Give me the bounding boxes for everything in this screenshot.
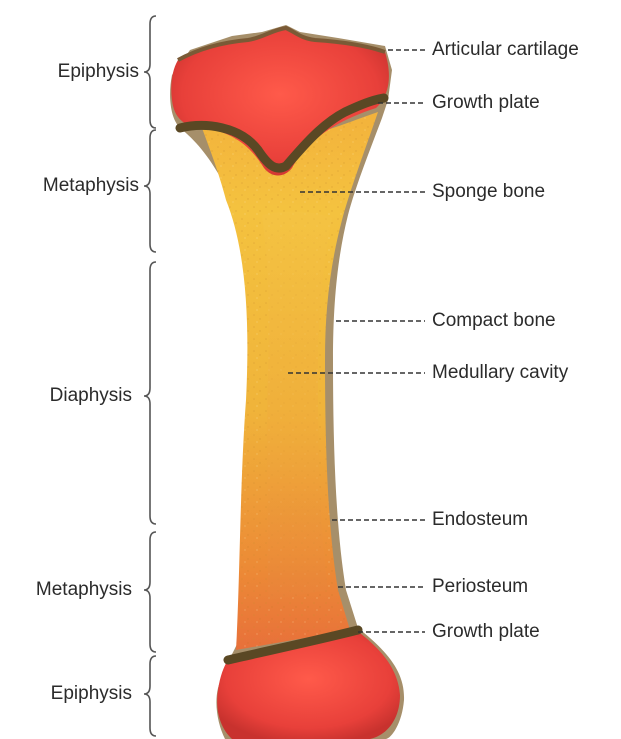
part-label-growth-plate-top: Growth plate [432,92,540,114]
part-label-endosteum: Endosteum [432,509,528,531]
part-label-periosteum: Periosteum [432,576,528,598]
part-label-growth-plate-bottom: Growth plate [432,621,540,643]
region-label-metaphysis-bottom: Metaphysis [36,579,132,601]
left-brackets [144,16,156,736]
part-label-medullary-cavity: Medullary cavity [432,362,568,384]
part-label-articular-cartilage: Articular cartilage [432,39,579,61]
bracket-epiphysis-top [144,16,156,128]
bracket-diaphysis [144,262,156,524]
part-label-sponge-bone: Sponge bone [432,181,545,203]
region-label-diaphysis: Diaphysis [50,385,132,407]
region-label-epiphysis-bottom: Epiphysis [51,683,132,705]
region-label-metaphysis-top: Metaphysis [43,175,139,197]
part-label-compact-bone: Compact bone [432,310,556,332]
bracket-metaphysis-bottom [144,532,156,652]
region-label-epiphysis-top: Epiphysis [58,61,139,83]
bracket-epiphysis-bottom [144,656,156,736]
bracket-metaphysis-top [144,130,156,252]
